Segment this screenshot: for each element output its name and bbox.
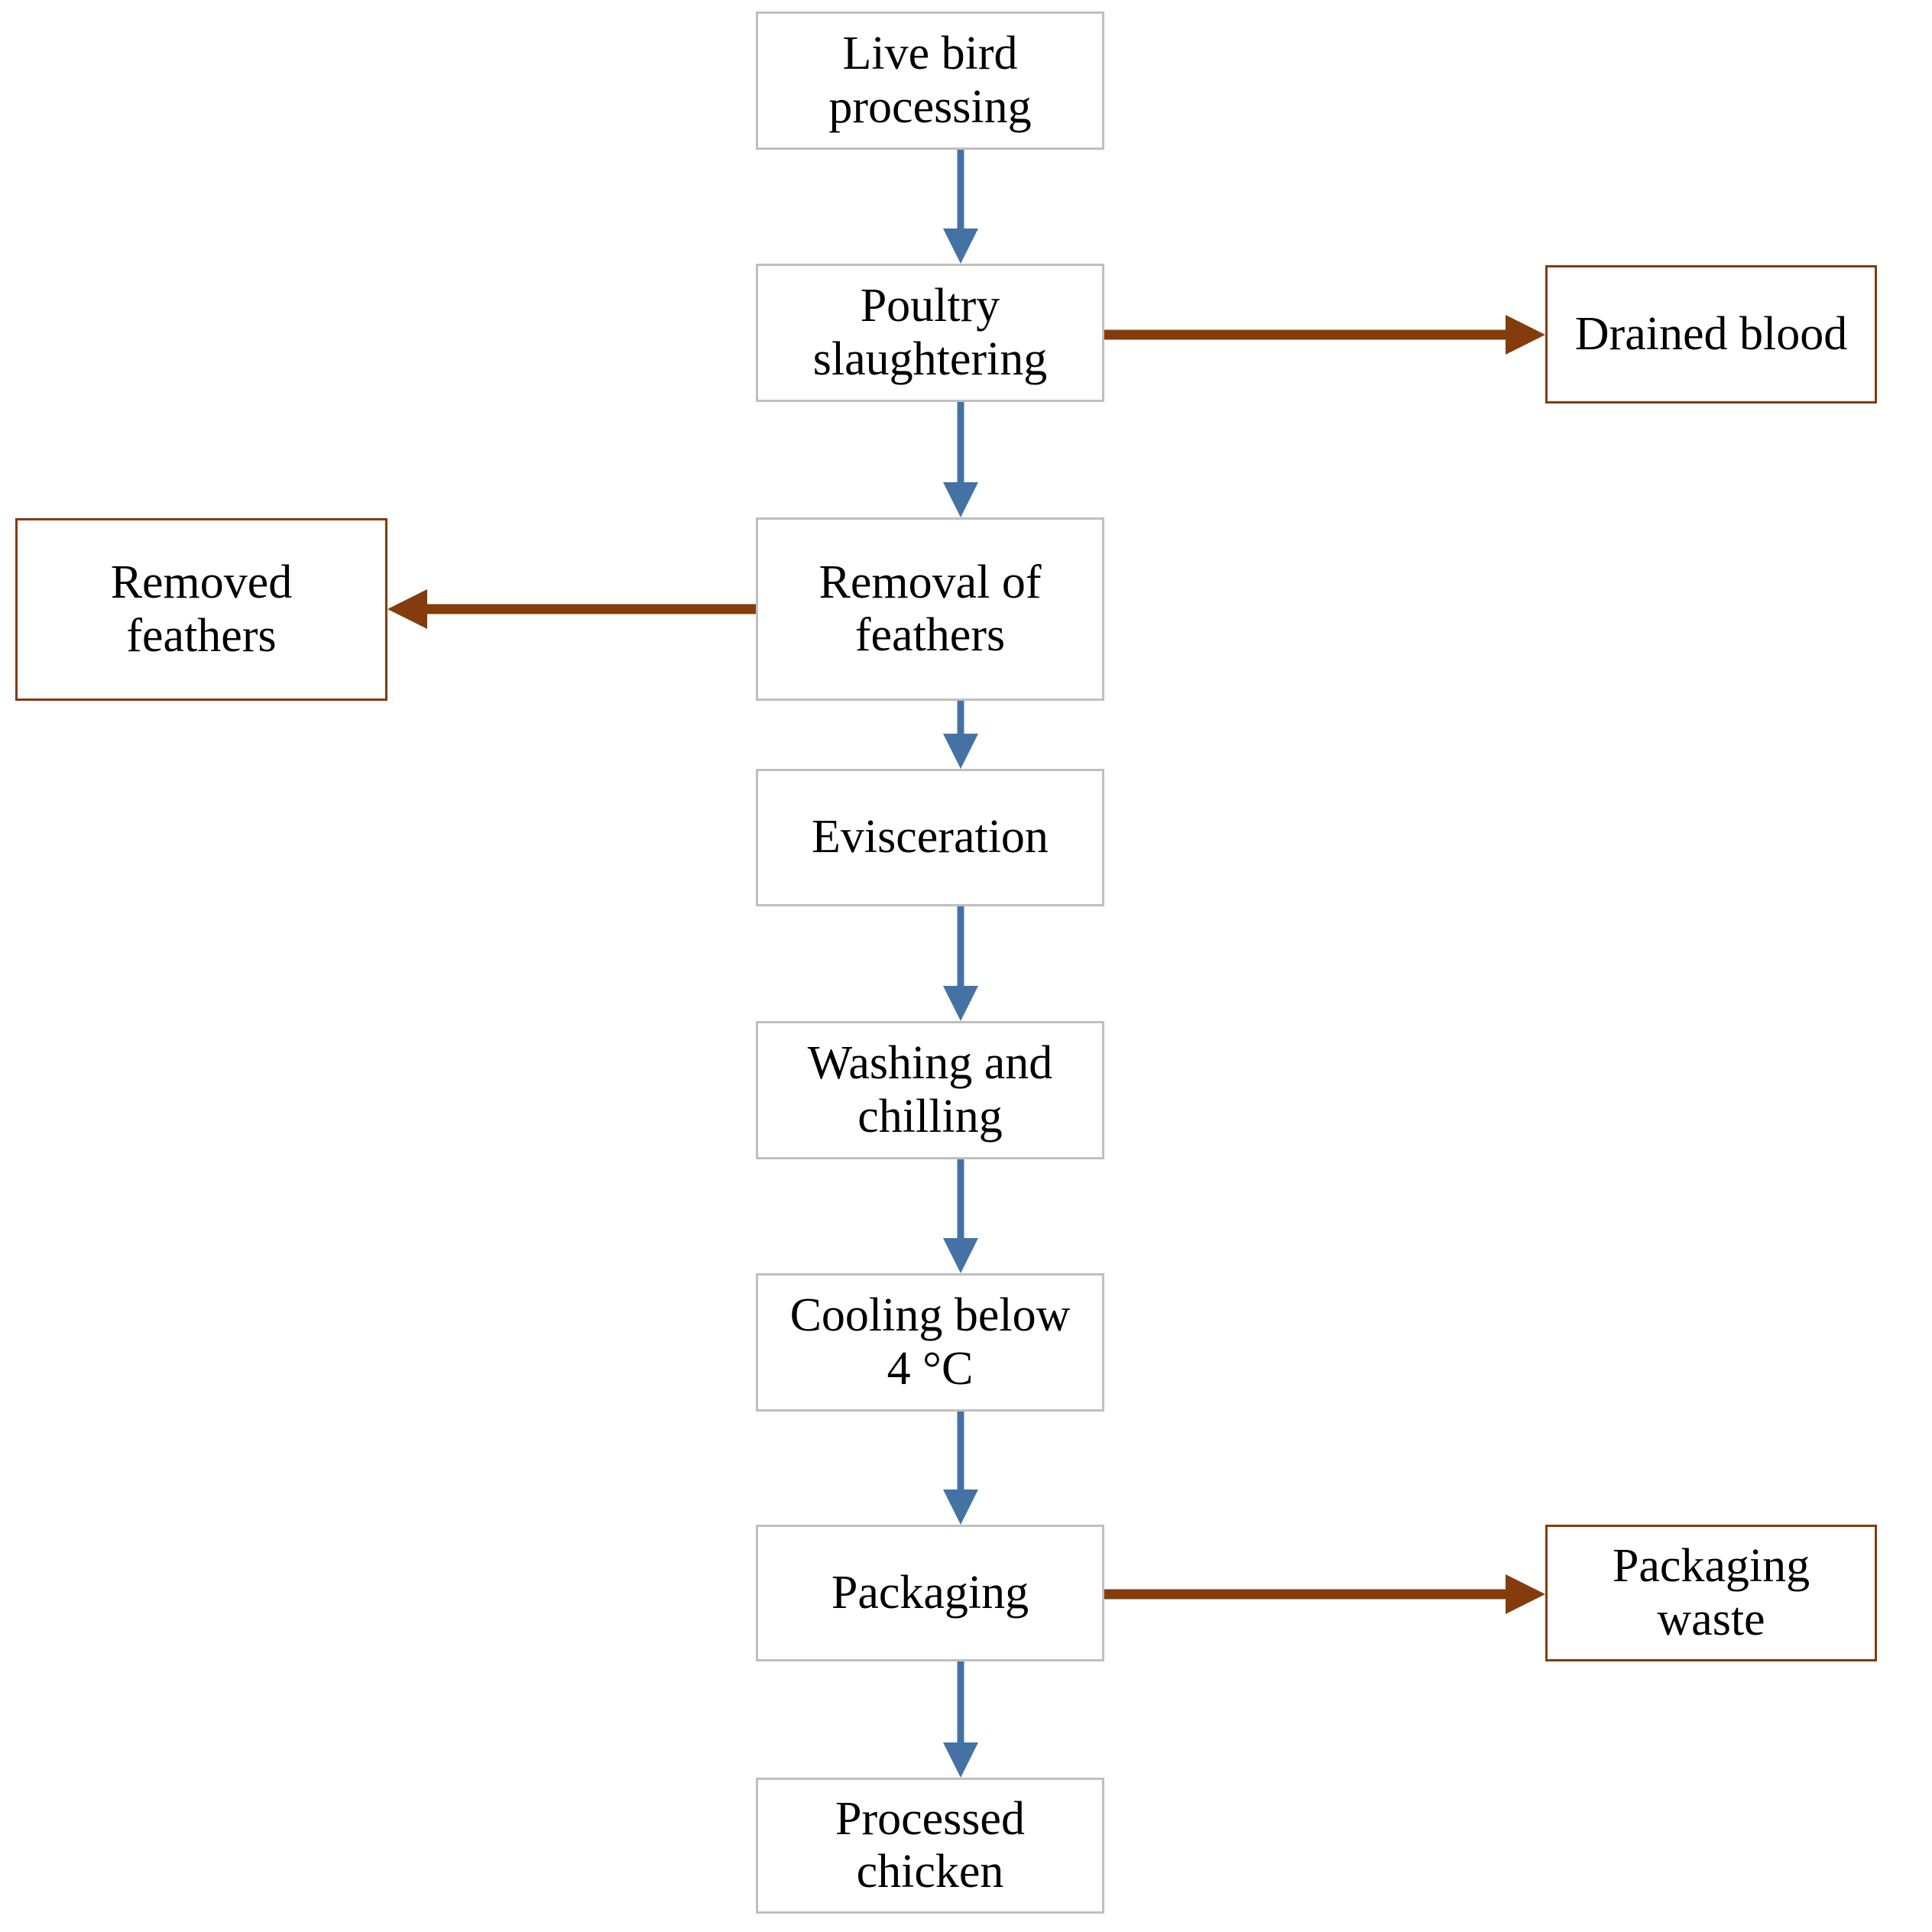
node-label: Removed feathers	[110, 556, 293, 662]
arrow-head	[943, 986, 978, 1021]
flow-arrow	[943, 1412, 978, 1525]
node-packaging[interactable]: Packaging	[756, 1525, 1104, 1661]
node-poultry-slaughtering[interactable]: Poultry slaughtering	[756, 264, 1104, 402]
node-cooling-below-4c[interactable]: Cooling below 4 °C	[756, 1273, 1104, 1412]
node-label: Drained blood	[1574, 307, 1848, 360]
arrow-head	[1506, 315, 1545, 355]
node-removed-feathers[interactable]: Removed feathers	[15, 518, 387, 701]
flow-arrow	[943, 1661, 978, 1778]
arrow-head	[943, 1238, 978, 1273]
node-label: Washing and chilling	[807, 1037, 1053, 1143]
arrow-head	[943, 1490, 978, 1525]
node-removal-of-feathers[interactable]: Removal of feathers	[756, 517, 1104, 701]
flow-arrow	[943, 150, 978, 264]
arrow-head	[1506, 1574, 1545, 1614]
arrow-head	[943, 482, 978, 517]
flow-arrow	[943, 402, 978, 517]
node-evisceration[interactable]: Evisceration	[756, 769, 1104, 906]
node-washing-and-chilling[interactable]: Washing and chilling	[756, 1021, 1104, 1159]
flow-arrow	[943, 1159, 978, 1273]
node-processed-chicken[interactable]: Processed chicken	[756, 1778, 1104, 1914]
byproduct-arrow	[387, 589, 756, 629]
node-label: Packaging waste	[1612, 1540, 1810, 1645]
arrow-head	[387, 589, 427, 629]
flow-arrow	[943, 906, 978, 1021]
node-label: Live bird processing	[828, 28, 1032, 133]
byproduct-arrow	[1104, 1574, 1545, 1614]
node-label: Poultry slaughtering	[812, 280, 1048, 385]
arrow-head	[943, 734, 978, 769]
node-label: Packaging	[831, 1566, 1029, 1619]
node-label: Cooling below 4 °C	[789, 1289, 1071, 1395]
arrow-head	[943, 229, 978, 264]
node-label: Removal of feathers	[819, 556, 1042, 661]
node-drained-blood[interactable]: Drained blood	[1545, 265, 1877, 404]
arrow-head	[943, 1742, 978, 1778]
flow-arrow	[943, 701, 978, 769]
byproduct-arrow	[1104, 315, 1545, 355]
node-label: Processed chicken	[835, 1792, 1025, 1898]
node-label: Evisceration	[812, 811, 1049, 864]
node-packaging-waste[interactable]: Packaging waste	[1545, 1525, 1877, 1661]
node-live-bird-processing[interactable]: Live bird processing	[756, 11, 1104, 150]
